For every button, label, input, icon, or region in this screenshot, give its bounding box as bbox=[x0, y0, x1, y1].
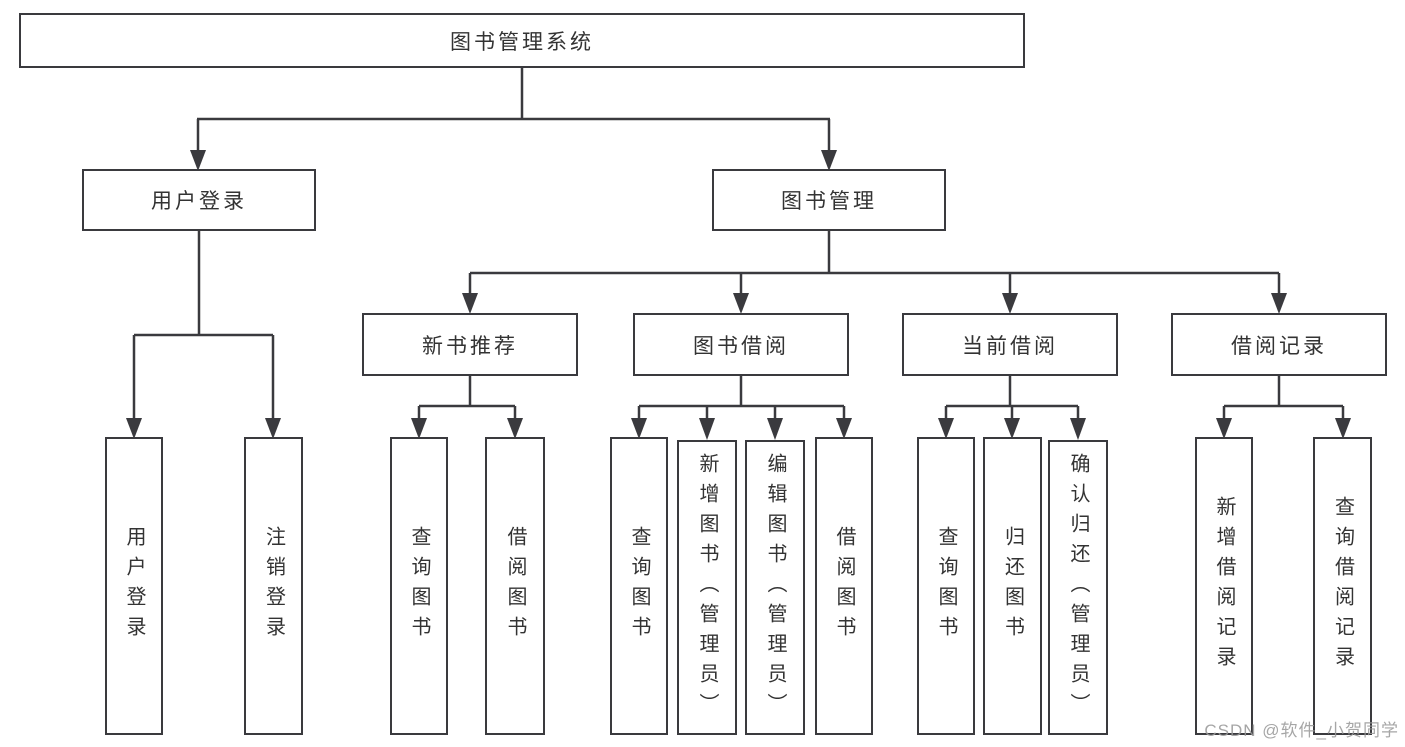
leaf-records-query-borrow-record: 查询借阅记录 bbox=[1313, 437, 1372, 735]
leaf-records-add-borrow-record: 新增借阅记录 bbox=[1195, 437, 1253, 735]
leaf-current-query-book: 查询图书 bbox=[917, 437, 975, 735]
csdn-watermark: CSDN @软件_小贺同学 bbox=[1204, 721, 1399, 740]
node-new-book-recommend: 新书推荐 bbox=[362, 313, 578, 376]
leaf-records-add-borrow-record-label: 新增借阅记录 bbox=[1213, 496, 1235, 676]
node-new-book-recommend-label: 新书推荐 bbox=[422, 334, 518, 358]
node-root: 图书管理系统 bbox=[19, 13, 1025, 68]
node-root-label: 图书管理系统 bbox=[450, 30, 594, 54]
node-book-management: 图书管理 bbox=[712, 169, 946, 231]
leaf-recommend-borrow-book: 借阅图书 bbox=[485, 437, 545, 735]
leaf-current-return-book: 归还图书 bbox=[983, 437, 1042, 735]
leaf-borrow-query-book-label: 查询图书 bbox=[628, 526, 650, 646]
node-user-login: 用户登录 bbox=[82, 169, 316, 231]
leaf-borrow-add-book-admin-label: 新增图书（管理员） bbox=[696, 452, 718, 723]
leaf-user-login: 用户登录 bbox=[105, 437, 163, 735]
leaf-borrow-borrow-book: 借阅图书 bbox=[815, 437, 873, 735]
node-book-borrow: 图书借阅 bbox=[633, 313, 849, 376]
node-book-management-label: 图书管理 bbox=[781, 190, 877, 213]
leaf-borrow-edit-book-admin: 编辑图书（管理员） bbox=[745, 440, 805, 735]
leaf-recommend-borrow-book-label: 借阅图书 bbox=[504, 526, 526, 646]
leaf-current-query-book-label: 查询图书 bbox=[935, 526, 957, 646]
node-user-login-label: 用户登录 bbox=[151, 190, 247, 213]
leaf-records-query-borrow-record-label: 查询借阅记录 bbox=[1331, 496, 1354, 676]
leaf-logout-login-label: 注销登录 bbox=[262, 526, 285, 646]
leaf-borrow-borrow-book-label: 借阅图书 bbox=[833, 526, 855, 646]
leaf-current-confirm-return-admin: 确认归还（管理员） bbox=[1048, 440, 1108, 735]
node-borrow-records: 借阅记录 bbox=[1171, 313, 1387, 376]
node-current-borrow: 当前借阅 bbox=[902, 313, 1118, 376]
leaf-recommend-query-book-label: 查询图书 bbox=[408, 526, 430, 646]
leaf-recommend-query-book: 查询图书 bbox=[390, 437, 448, 735]
node-borrow-records-label: 借阅记录 bbox=[1231, 334, 1327, 358]
leaf-borrow-edit-book-admin-label: 编辑图书（管理员） bbox=[764, 452, 786, 723]
leaf-current-confirm-return-admin-label: 确认归还（管理员） bbox=[1067, 452, 1089, 723]
leaf-user-login-label: 用户登录 bbox=[123, 526, 145, 646]
leaf-current-return-book-label: 归还图书 bbox=[1001, 526, 1024, 646]
node-current-borrow-label: 当前借阅 bbox=[962, 334, 1058, 358]
leaf-logout-login: 注销登录 bbox=[244, 437, 303, 735]
leaf-borrow-add-book-admin: 新增图书（管理员） bbox=[677, 440, 737, 735]
node-book-borrow-label: 图书借阅 bbox=[693, 334, 789, 358]
leaf-borrow-query-book: 查询图书 bbox=[610, 437, 668, 735]
